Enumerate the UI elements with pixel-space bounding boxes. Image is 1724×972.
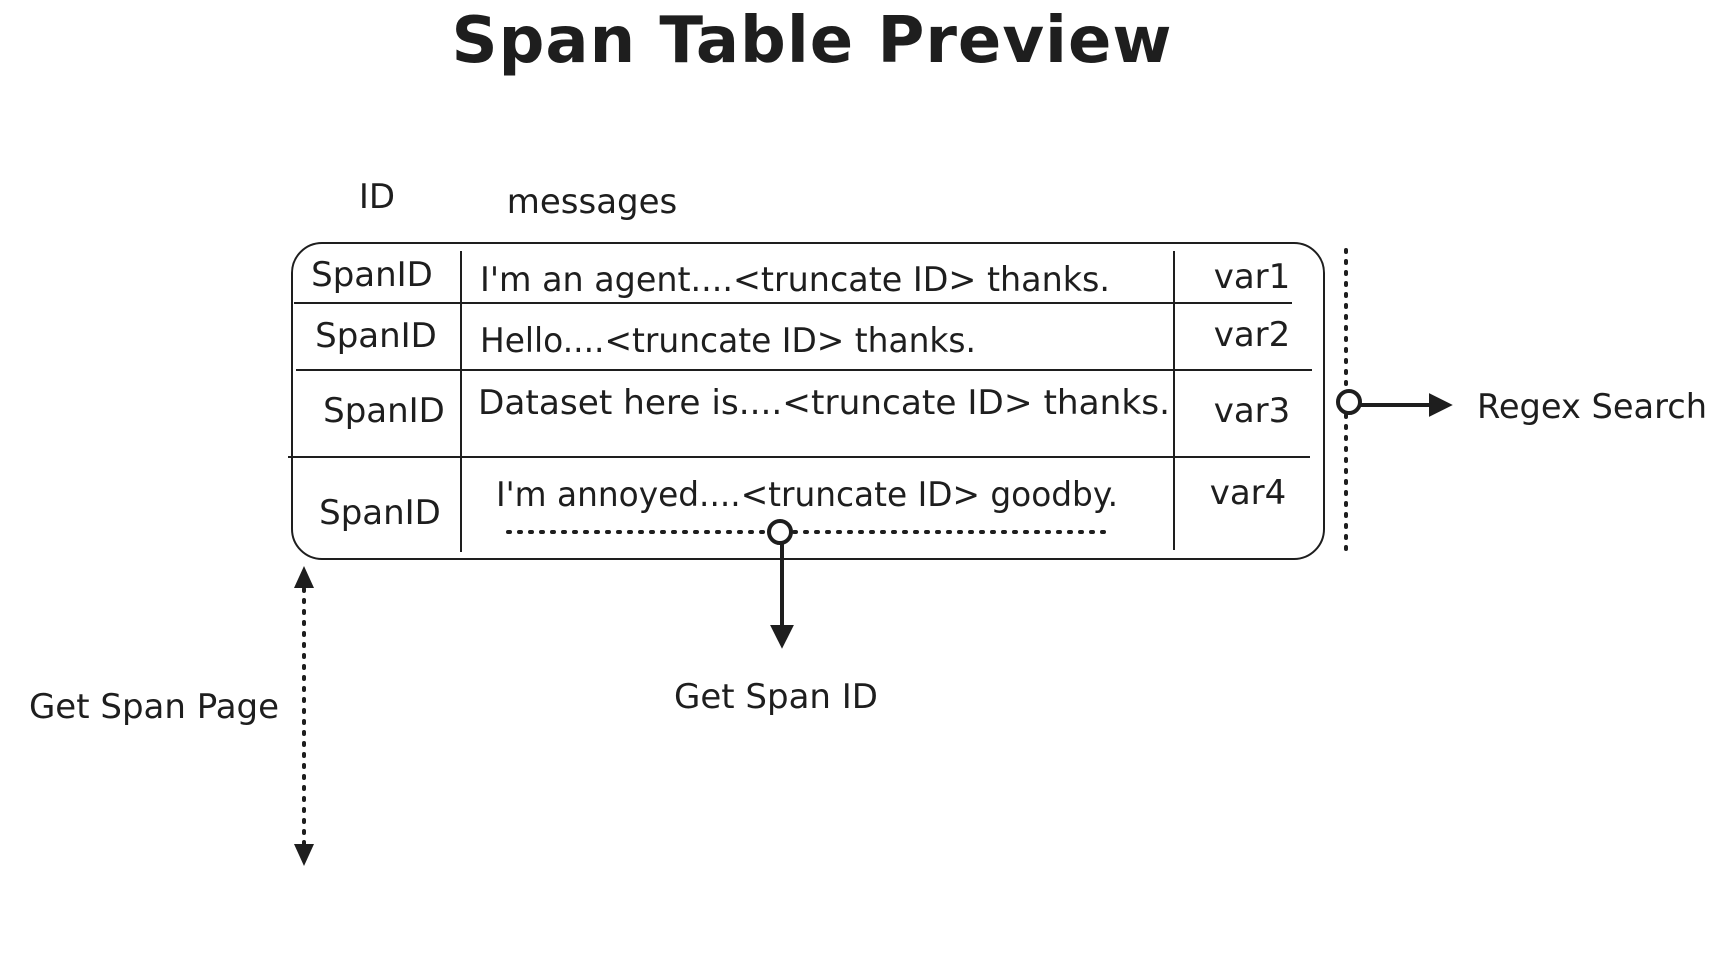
page-title: Span Table Preview <box>451 4 1172 78</box>
row-var: var2 <box>1214 315 1291 355</box>
get-span-page-label[interactable]: Get Span Page <box>29 687 279 727</box>
column-header-messages: messages <box>507 182 678 222</box>
row-message: I'm an agent....<truncate ID> thanks. <box>480 260 1110 300</box>
row-var: var1 <box>1214 257 1291 297</box>
table-row[interactable]: SpanID I'm an agent....<truncate ID> tha… <box>311 255 1290 300</box>
table-row[interactable]: SpanID I'm annoyed....<truncate ID> good… <box>319 473 1286 533</box>
row-span-id: SpanID <box>319 493 441 533</box>
row-span-id: SpanID <box>323 391 445 431</box>
row-var: var4 <box>1210 473 1287 513</box>
row-span-id: SpanID <box>311 255 433 295</box>
regex-search-label[interactable]: Regex Search <box>1477 387 1707 427</box>
row-var: var3 <box>1214 391 1291 431</box>
regex-search-anchor <box>1336 389 1362 415</box>
row-message: Dataset here is....<truncate ID> thanks. <box>478 383 1170 423</box>
arrow-down-icon <box>294 844 314 866</box>
row-message: Hello....<truncate ID> thanks. <box>480 321 976 361</box>
table-row[interactable]: SpanID Hello....<truncate ID> thanks. va… <box>315 315 1290 361</box>
row-message: I'm annoyed....<truncate ID> goodby. <box>496 475 1118 515</box>
column-header-id: ID <box>359 177 395 217</box>
get-span-id-label[interactable]: Get Span ID <box>674 677 878 717</box>
arrow-up-icon <box>294 566 314 588</box>
row-span-id: SpanID <box>315 316 437 356</box>
span-table-frame <box>291 242 1325 560</box>
table-row[interactable]: SpanID Dataset here is....<truncate ID> … <box>323 383 1290 431</box>
get-span-id-anchor <box>767 519 793 545</box>
